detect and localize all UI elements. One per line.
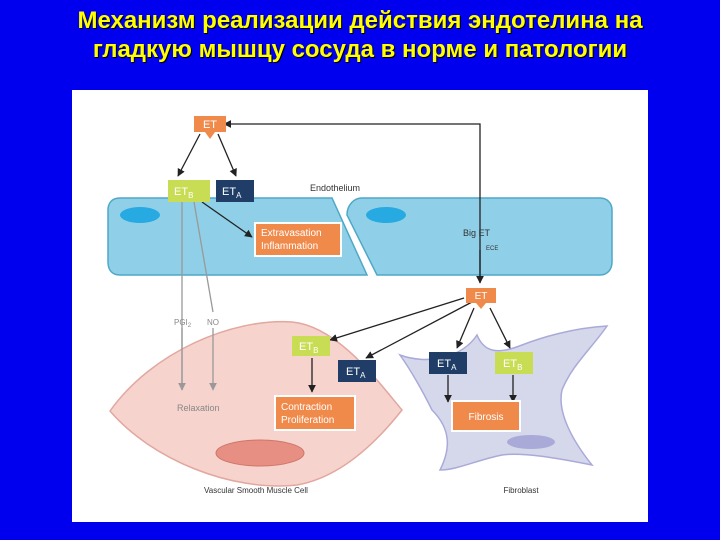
et-mid-label: ET: [475, 291, 488, 302]
endothelin-diagram: ET ETB ETA Endothelium Extravasation Inf…: [107, 90, 613, 495]
eta-left-label: ET: [222, 186, 236, 198]
svg-text:ETA: ETA: [222, 186, 242, 200]
svg-text:ETA: ETA: [346, 366, 366, 380]
title-line-1: Механизм реализации действия эндотелина …: [77, 7, 643, 34]
title-line-2: гладкую мышцу сосуда в норме и патологии: [92, 36, 628, 63]
arrow-et-to-eta-fib: [456, 307, 475, 349]
vsmc-label: Vascular Smooth Muscle Cell: [204, 486, 308, 495]
arrow-et-to-etb: [177, 133, 201, 177]
arrow-etb-to-no: [193, 201, 214, 313]
arrow-et-to-eta-smc: [365, 301, 473, 359]
inflammation-label: Inflammation: [261, 241, 318, 252]
etb-smc-label: ET: [299, 341, 313, 353]
extravasation-label: Extravasation: [261, 228, 322, 239]
endothelium-label: Endothelium: [310, 183, 360, 193]
smooth-muscle-cell: [109, 320, 403, 487]
contraction-label: Contraction: [281, 402, 332, 413]
arrow-et-to-eta: [217, 133, 237, 177]
big-et-label: Big ET: [463, 228, 491, 238]
proliferation-label: Proliferation: [281, 415, 334, 426]
smc-nucleus: [215, 439, 305, 467]
arrow-et-to-etb-smc: [329, 297, 465, 342]
etb-smc-receptor: ETB: [292, 336, 330, 356]
svg-text:ETA: ETA: [437, 358, 457, 372]
et-mid-node: ET: [466, 288, 496, 309]
eta-smc-sub: A: [360, 371, 366, 380]
fibrosis-label: Fibrosis: [468, 412, 503, 423]
ece-label: ECE: [486, 246, 498, 252]
arrow-et-to-etb-fib: [489, 307, 511, 349]
eta-fibroblast-receptor: ETA: [429, 352, 467, 374]
svg-text:ETB: ETB: [299, 341, 318, 355]
pgi2-sub: 2: [188, 323, 192, 329]
extravasation-box: Extravasation Inflammation: [254, 222, 342, 257]
eta-fib-sub: A: [451, 363, 457, 372]
svg-text:ETB: ETB: [174, 186, 193, 200]
fibroblast-nucleus: [507, 435, 555, 449]
etb-smc-sub: B: [313, 346, 318, 355]
etb-left-sub: B: [188, 191, 193, 200]
arrow-to-extravasation: [201, 201, 253, 238]
etb-endothelium-receptor: ETB: [168, 180, 210, 202]
pgi2-label: PGI: [174, 318, 188, 327]
eta-fib-label: ET: [437, 358, 451, 370]
et-top-node: ET: [194, 116, 226, 139]
eta-left-sub: A: [236, 191, 242, 200]
contraction-box: Contraction Proliferation: [274, 395, 356, 431]
fibrosis-box: Fibrosis: [451, 400, 521, 432]
et-top-label: ET: [203, 119, 217, 131]
etb-left-label: ET: [174, 186, 188, 198]
relaxation-label: Relaxation: [177, 403, 220, 413]
etb-fibroblast-receptor: ETB: [495, 352, 533, 374]
svg-text:ETB: ETB: [503, 358, 522, 372]
eta-endothelium-receptor: ETA: [216, 180, 254, 202]
fibroblast-cell: [397, 325, 609, 471]
etb-fib-label: ET: [503, 358, 517, 370]
diagram-panel: ET ETB ETA Endothelium Extravasation Inf…: [72, 90, 648, 522]
endothelial-nucleus-right: [366, 207, 406, 223]
eta-smc-receptor: ETA: [338, 360, 376, 382]
etb-fib-sub: B: [517, 363, 522, 372]
pgi2-text: PGI2: [174, 318, 192, 329]
slide-title: Механизм реализации действия эндотелина …: [0, 6, 720, 64]
fibroblast-label: Fibroblast: [503, 486, 539, 495]
endothelial-nucleus-left: [120, 207, 160, 223]
eta-smc-label: ET: [346, 366, 360, 378]
no-label: NO: [207, 318, 219, 327]
